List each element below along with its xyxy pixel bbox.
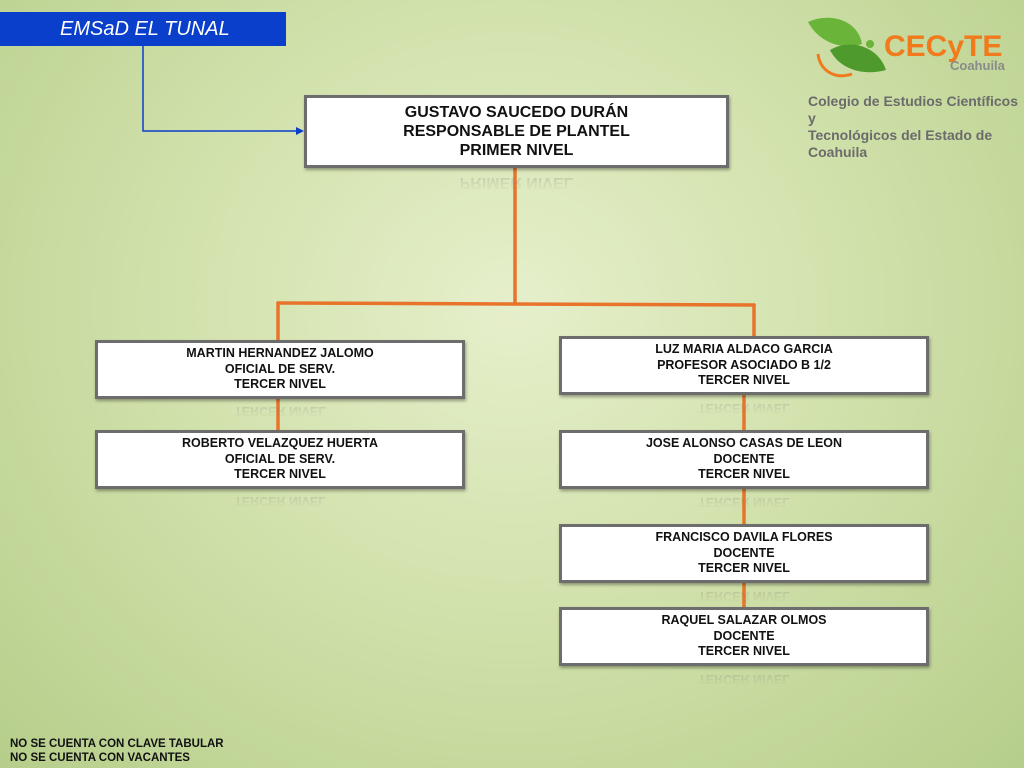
staff-role: OFICIAL DE SERV. xyxy=(224,451,336,466)
staff-role: DOCENTE xyxy=(713,451,775,466)
head-reflection: PRIMER NIVEL xyxy=(304,170,729,192)
logo-subtitle-line1: Colegio de Estudios Científicos y xyxy=(808,93,1019,126)
staff-name: ROBERTO VELAZQUEZ HUERTA xyxy=(181,436,379,451)
staff-reflection: TERCER NIVEL xyxy=(559,397,929,415)
staff-reflection: TERCER NIVEL xyxy=(95,490,465,508)
logo-subtitle-line2: Tecnológicos del Estado de Coahuila xyxy=(808,127,993,160)
staff-reflection-text: TERCER NIVEL xyxy=(698,589,790,603)
staff-reflection-text: TERCER NIVEL xyxy=(698,401,790,415)
staff-role: PROFESOR ASOCIADO B 1/2 xyxy=(657,357,831,372)
head-role: RESPONSABLE DE PLANTEL xyxy=(403,123,630,140)
staff-reflection-text: TERCER NIVEL xyxy=(234,494,326,508)
staff-name: FRANCISCO DAVILA FLORES xyxy=(655,530,833,545)
staff-level: TERCER NIVEL xyxy=(698,561,790,576)
head-name: GUSTAVO SAUCEDO DURÁN xyxy=(404,104,629,121)
campus-arrow-head xyxy=(296,127,304,135)
staff-reflection: TERCER NIVEL xyxy=(559,585,929,603)
staff-name: MARTIN HERNANDEZ JALOMO xyxy=(186,346,374,361)
footnotes: NO SE CUENTA CON CLAVE TABULAR NO SE CUE… xyxy=(10,737,224,765)
staff-node-right-1: LUZ MARIA ALDACO GARCIA PROFESOR ASOCIAD… xyxy=(559,336,929,395)
leaf-icon xyxy=(808,17,886,78)
staff-level: TERCER NIVEL xyxy=(234,467,326,482)
tree-lines xyxy=(276,166,756,609)
head-node: GUSTAVO SAUCEDO DURÁN RESPONSABLE DE PLA… xyxy=(304,95,729,168)
cecyte-logo: CECyTE Coahuila xyxy=(808,17,1006,78)
footnote-vacantes: NO SE CUENTA CON VACANTES xyxy=(10,752,190,764)
brand-text: CECyTE xyxy=(884,30,1002,63)
staff-reflection: TERCER NIVEL xyxy=(559,491,929,509)
campus-title: EMSaD EL TUNAL xyxy=(0,12,286,46)
staff-level: TERCER NIVEL xyxy=(698,467,790,482)
staff-reflection: TERCER NIVEL xyxy=(95,400,465,418)
staff-node-right-4: RAQUEL SALAZAR OLMOS DOCENTE TERCER NIVE… xyxy=(559,607,929,666)
staff-name: LUZ MARIA ALDACO GARCIA xyxy=(655,342,833,357)
staff-node-right-3: FRANCISCO DAVILA FLORES DOCENTE TERCER N… xyxy=(559,524,929,583)
staff-name: RAQUEL SALAZAR OLMOS xyxy=(661,613,827,628)
staff-node-right-2: JOSE ALONSO CASAS DE LEON DOCENTE TERCER… xyxy=(559,430,929,489)
head-level: PRIMER NIVEL xyxy=(459,142,574,159)
staff-node-left-2: ROBERTO VELAZQUEZ HUERTA OFICIAL DE SERV… xyxy=(95,430,465,489)
staff-reflection-text: TERCER NIVEL xyxy=(698,495,790,509)
staff-level: TERCER NIVEL xyxy=(698,373,790,388)
logo-subtitle: Colegio de Estudios Científicos y Tecnol… xyxy=(808,93,1020,161)
staff-reflection-text: TERCER NIVEL xyxy=(234,404,326,418)
region-text: Coahuila xyxy=(950,58,1006,73)
staff-role: OFICIAL DE SERV. xyxy=(224,361,336,376)
staff-level: TERCER NIVEL xyxy=(698,644,790,659)
staff-reflection-text: TERCER NIVEL xyxy=(698,672,790,686)
staff-name: JOSE ALONSO CASAS DE LEON xyxy=(645,436,843,451)
staff-level: TERCER NIVEL xyxy=(234,377,326,392)
staff-role: DOCENTE xyxy=(713,628,775,643)
head-reflection-text: PRIMER NIVEL xyxy=(459,174,574,191)
staff-role: DOCENTE xyxy=(713,545,775,560)
footnote-clave: NO SE CUENTA CON CLAVE TABULAR xyxy=(10,738,224,750)
campus-arrow xyxy=(142,46,300,132)
staff-node-left-1: MARTIN HERNANDEZ JALOMO OFICIAL DE SERV.… xyxy=(95,340,465,399)
staff-reflection: TERCER NIVEL xyxy=(559,668,929,686)
